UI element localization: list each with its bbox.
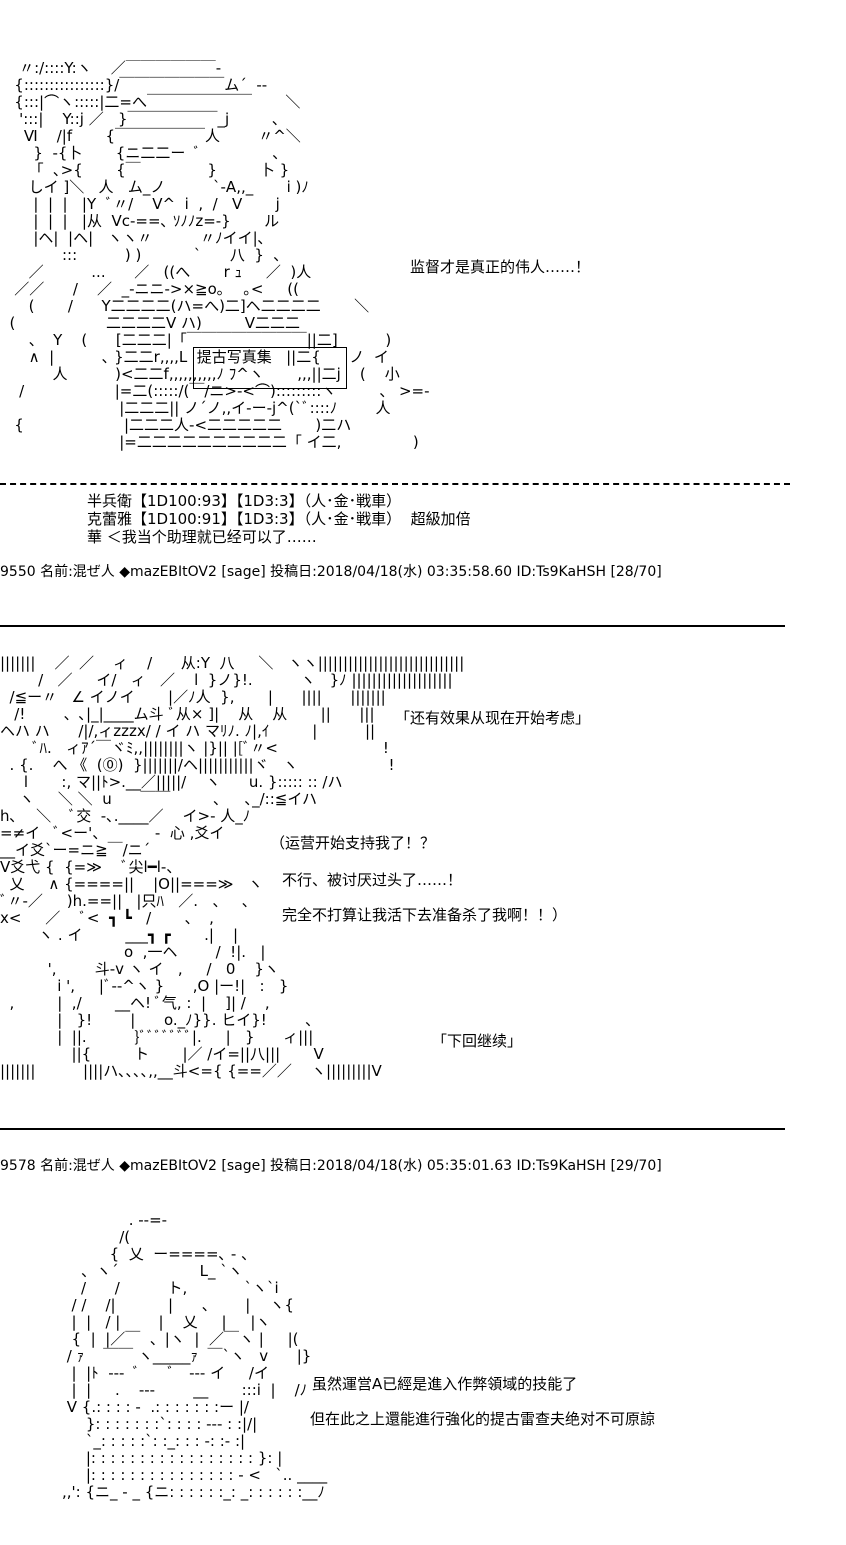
caption-director-great: 监督才是真正的伟人……！ (410, 258, 591, 276)
caption-operator-support: （运营开始支持我了！？ (270, 834, 436, 852)
ascii-art-3: . --=- /( { 乂 ー====､ - 、 、ヽ´ L_ `ヽ / / ト… (61, 1212, 328, 1501)
photo-book-frame (193, 347, 347, 389)
ascii-art-1: 〃:/::::Y:ヽ ／￣￣￣￣￣￣- {::::::::::::::::}/￣… (9, 60, 430, 451)
caption-unforgivable: 但在此之上還能進行強化的提古雷查夫绝对不可原諒 (310, 1410, 656, 1428)
caption-effect-from-now: 「还有效果从现在开始考虑」 (395, 709, 591, 727)
ascii-art-section-2: ||||||| ／ ／ ィ / 从:Y 八 ＼ ヽヽ||||||||||||||… (0, 655, 846, 1105)
dashed-separator (0, 483, 790, 485)
post-header-9550: 9550 名前:混ぜ人 ◆mazEBItOV2 [sage] 投稿日:2018/… (0, 564, 662, 580)
caption-operator-a-cheat: 虽然運営A已經是進入作弊領域的技能了 (312, 1375, 578, 1393)
dice-line-hana: 華 ＜我当个助理就已经可以了…… (87, 528, 317, 546)
ascii-art-section-1: 〃:/::::Y:ヽ ／￣￣￣￣￣￣- {::::::::::::::::}/￣… (0, 60, 846, 478)
dice-line-hanbee: 半兵衛【1D100:93】【1D3:3】（人･金･戦車） (87, 492, 402, 510)
caption-to-be-continued: 「下回继续」 (432, 1032, 523, 1050)
dice-line-claire: 克蕾雅【1D100:91】【1D3:3】（人･金･戦車） 超級加倍 (87, 510, 471, 528)
ascii-art-section-3: . --=- /( { 乂 ー====､ - 、 、ヽ´ L_ `ヽ / / ト… (0, 1212, 846, 1522)
solid-separator-2 (0, 1128, 785, 1130)
caption-going-to-kill-me: 完全不打算让我活下去准备杀了我啊！！） (282, 906, 568, 924)
caption-too-hated: 不行、被讨厌过头了……！ (282, 871, 463, 889)
ascii-art-2: ||||||| ／ ／ ィ / 从:Y 八 ＼ ヽヽ||||||||||||||… (0, 655, 465, 1080)
solid-separator-1 (0, 625, 785, 627)
post-header-9578: 9578 名前:混ぜ人 ◆mazEBItOV2 [sage] 投稿日:2018/… (0, 1158, 662, 1174)
